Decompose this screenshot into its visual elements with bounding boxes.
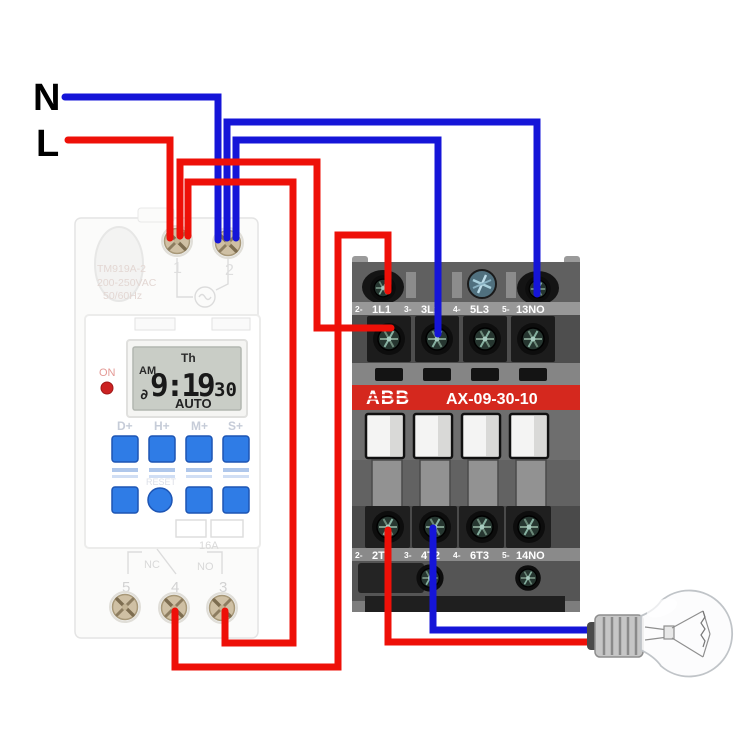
button-label-second: S+	[228, 419, 243, 433]
wire-2t1-to-lamp	[384, 526, 605, 646]
lcd-screen	[132, 346, 242, 411]
contactor: 2- 1L1 3- 3L2 4- 5L3 5- 13NO ABB AX-09-3…	[352, 256, 580, 612]
timer-switch: TM919A-2 200-250VAC 50/60Hz 1 2 ON Th AM…	[74, 207, 261, 639]
timer-terminal-5-screw-icon	[108, 590, 142, 624]
timer-circuit-symbol	[176, 258, 229, 308]
panel-emboss-right	[210, 519, 244, 538]
terminal-14no-label: 14NO	[516, 550, 545, 562]
timer-mount-slot	[94, 226, 144, 302]
gauge-label: 2-	[355, 550, 363, 560]
top-divider-tab-1	[406, 272, 416, 298]
plunger-shading	[390, 416, 546, 456]
timer-top-tab	[137, 207, 175, 223]
terminal-13no-screw-icon	[516, 322, 550, 356]
bulb-filament	[644, 610, 711, 658]
terminal-1l1-label: 1L1	[372, 304, 391, 316]
timer-terminal-5-label: 5	[122, 579, 130, 596]
timer-panel-clip-right	[211, 317, 251, 331]
gauge-label: 3-	[404, 304, 412, 314]
light-bulb	[587, 589, 734, 678]
timer-frequency-label: 50/60Hz	[103, 290, 142, 302]
lcd-meridiem: AM	[139, 365, 156, 377]
terminal-13no-label: 13NO	[516, 304, 545, 316]
top-divider-tab-2	[452, 272, 462, 298]
reset-button	[147, 487, 173, 513]
terminal-5l3-label: 5L3	[470, 304, 489, 316]
minute-button	[185, 435, 213, 463]
wire-live-feed-to-timer-1	[64, 136, 174, 242]
din-rail-base	[365, 596, 565, 612]
timer-terminal-3-label: 3	[219, 579, 227, 596]
timer-set-button	[222, 486, 250, 514]
relay-symbol	[127, 548, 223, 575]
button-label-minute: M+	[191, 419, 208, 433]
button-label-day: D+	[117, 419, 133, 433]
rating-label: 16A	[199, 540, 219, 552]
lcd-seconds: 30	[214, 379, 237, 401]
wire-timer-2-to-3l2	[232, 136, 442, 338]
reset-label: RESET	[146, 477, 177, 487]
terminal-5l3-screw-icon	[468, 322, 502, 356]
guide-bar	[419, 459, 451, 509]
button-reflections	[112, 468, 249, 478]
coil-terminal-a2-screw-icon	[466, 268, 498, 300]
terminal-14no-screw-icon	[512, 510, 546, 544]
top-divider-tab-3	[506, 272, 516, 298]
bulb-highlight	[646, 598, 678, 618]
brand-band	[352, 385, 580, 410]
button-label-hour: H+	[154, 419, 170, 433]
bottom-label-strip	[352, 548, 580, 561]
coil-terminal-a1-screw-icon	[369, 274, 397, 302]
timer-model-label: TM919A-2	[97, 263, 146, 275]
wire-timer-1-to-1l1	[176, 158, 395, 332]
guide-bar	[467, 459, 499, 509]
relay-no-label: NO	[197, 561, 214, 573]
power-led-label: ON	[99, 367, 116, 379]
guide-bar	[515, 459, 547, 509]
vent-slot	[471, 368, 499, 381]
timer-voltage-label: 200-250VAC	[97, 277, 157, 289]
panel-emboss-left	[175, 519, 207, 538]
relay-nc-label: NC	[144, 559, 160, 571]
wire-jumper-timer-1-to-timer-3	[184, 178, 297, 647]
lcd-time: 9:19	[150, 368, 214, 404]
lcd-symbol: ∂	[140, 387, 148, 403]
gauge-label: 2-	[355, 304, 363, 314]
wire-4t2-to-lamp	[429, 524, 604, 634]
wire-timer-4-to-coil	[171, 231, 392, 671]
vent-slot	[375, 368, 403, 381]
bulb-cap-ridges	[602, 617, 638, 655]
live-wires	[64, 136, 605, 671]
gauge-label: 5-	[502, 550, 510, 560]
top-label-strip	[352, 302, 580, 315]
power-led-icon	[100, 381, 114, 395]
day-button	[111, 435, 139, 463]
wire-neutral-feed-to-timer-2	[61, 93, 222, 244]
gauge-label: 3-	[404, 550, 412, 560]
timer-panel-clip-left	[134, 317, 176, 331]
clock-button	[185, 486, 213, 514]
timer-terminal-1-label: 1	[173, 260, 182, 277]
gauge-label: 5-	[502, 304, 510, 314]
second-button	[222, 435, 250, 463]
vent-slot	[519, 368, 547, 381]
gauge-label: 4-	[453, 304, 461, 314]
gauge-label: 4-	[453, 550, 461, 560]
manual-button	[111, 486, 139, 514]
terminal-6t3-label: 6T3	[470, 550, 489, 562]
base-right-screw-icon	[514, 564, 542, 592]
terminal-6t3-screw-icon	[465, 510, 499, 544]
guide-bar	[371, 459, 403, 509]
lcd-mode: AUTO	[175, 396, 212, 411]
live-label: L	[36, 123, 59, 165]
hour-button	[148, 435, 176, 463]
timer-terminal-4-label: 4	[171, 579, 179, 596]
vent-slot	[423, 368, 451, 381]
contactor-model-label: AX-09-30-10	[446, 391, 538, 408]
timer-terminal-2-label: 2	[225, 262, 234, 279]
neutral-label: N	[33, 77, 60, 119]
lcd-day: Th	[181, 351, 196, 365]
